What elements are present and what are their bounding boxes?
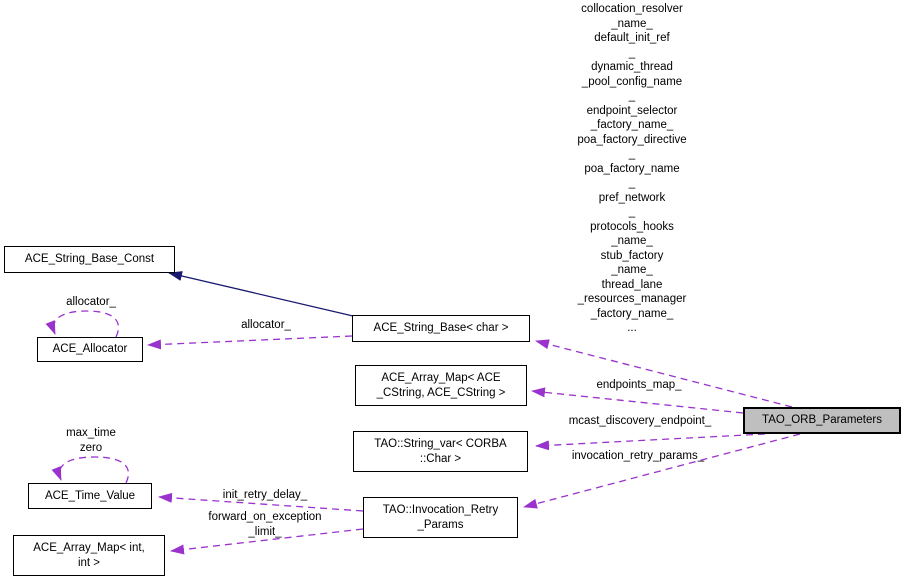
node-tao-orb-parameters: TAO_ORB_Parameters — [743, 407, 901, 434]
node-ace-string-base-const[interactable]: ACE_String_Base_Const — [4, 246, 175, 273]
node-ace-allocator[interactable]: ACE_Allocator — [37, 337, 143, 362]
edge-usage-mcast-discovery-endpoint — [535, 433, 766, 451]
edge-usage-forward-on-exception-limit — [170, 528, 364, 555]
node-tao-invocation-retry-params[interactable]: TAO::Invocation_Retry _Params — [363, 497, 518, 538]
node-ace-string-base-char[interactable]: ACE_String_Base< char > — [352, 315, 530, 342]
edge-selfloop-time-value — [51, 456, 129, 484]
edge-usage-allocator — [147, 335, 353, 350]
edge-inheritance-string-base-to-const — [168, 271, 354, 317]
node-ace-array-map-int[interactable]: ACE_Array_Map< int, int > — [13, 535, 165, 576]
edge-selfloop-allocator — [45, 310, 120, 338]
node-ace-array-map-cstring[interactable]: ACE_Array_Map< ACE _CString, ACE_CString… — [355, 365, 527, 406]
edge-usage-string-fields — [535, 339, 793, 408]
edge-usage-invocation-retry-params — [523, 433, 801, 509]
node-tao-string-var[interactable]: TAO::String_var< CORBA ::Char > — [353, 431, 528, 472]
edge-usage-endpoints-map — [531, 387, 744, 414]
node-ace-time-value[interactable]: ACE_Time_Value — [28, 483, 152, 509]
edge-usage-init-retry-delay — [158, 492, 364, 512]
